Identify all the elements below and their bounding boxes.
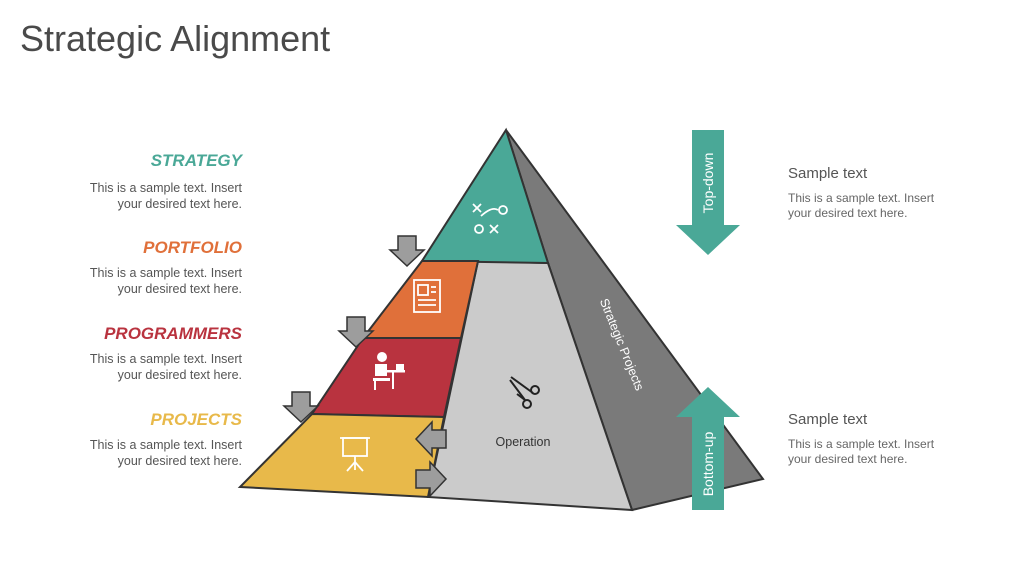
level-desc-portfolio: This is a sample text. Insert your desir… (22, 265, 242, 297)
top-down-label: Top-down (700, 153, 716, 214)
side-note-top-line1: This is a sample text. Insert (788, 191, 935, 205)
arrow-down-icon (337, 316, 375, 349)
scissors-icon (509, 376, 540, 409)
level-desc-portfolio-line1: This is a sample text. Insert (89, 266, 242, 280)
portfolio-document-icon (413, 279, 441, 313)
side-note-top-heading: Sample text (788, 165, 868, 182)
level-desc-programmers: This is a sample text. Insert your desir… (22, 351, 242, 383)
level-desc-projects-line1: This is a sample text. Insert (89, 438, 242, 452)
level-desc-programmers-line2: your desired text here. (117, 368, 242, 382)
page-title: Strategic Alignment (20, 18, 331, 59)
arrow-left-icon (414, 420, 447, 458)
level-desc-projects: This is a sample text. Insert your desir… (22, 437, 242, 469)
level-desc-strategy-line2: your desired text here. (117, 197, 242, 211)
strategy-plan-icon (472, 203, 508, 234)
bottom-up-arrow-icon (676, 387, 740, 510)
level-desc-strategy-line1: This is a sample text. Insert (89, 181, 242, 195)
side-note-bottom-line1: This is a sample text. Insert (788, 437, 935, 451)
top-down-arrow-icon (676, 130, 740, 255)
presentation-board-icon (340, 437, 370, 472)
level-label-portfolio: PORTFOLIO (143, 238, 242, 257)
level-label-strategy: STRATEGY (150, 151, 242, 170)
pyramid-level-programmers (310, 337, 463, 419)
side-note-bottom-line2: your desired text here. (788, 452, 908, 466)
side-note-top-desc: This is a sample text. Insert your desir… (788, 191, 988, 221)
level-desc-programmers-line1: This is a sample text. Insert (89, 352, 242, 366)
pyramid-level-projects (237, 412, 446, 499)
operation-label: Operation (496, 435, 551, 449)
level-label-programmers: PROGRAMMERS (104, 324, 242, 343)
side-note-top-line2: your desired text here. (788, 206, 908, 220)
side-note-bottom-desc: This is a sample text. Insert your desir… (788, 437, 988, 467)
level-desc-projects-line2: your desired text here. (117, 454, 242, 468)
bottom-up-label: Bottom-up (700, 431, 716, 496)
side-note-bottom-heading: Sample text (788, 411, 868, 428)
pyramid-level-strategy (420, 127, 550, 265)
arrow-down-icon (282, 391, 320, 424)
person-at-desk-icon (373, 352, 405, 390)
level-desc-strategy: This is a sample text. Insert your desir… (22, 180, 242, 212)
level-desc-portfolio-line2: your desired text here. (117, 282, 242, 296)
arrow-right-icon (415, 460, 448, 498)
level-label-projects: PROJECTS (150, 410, 242, 429)
arrow-down-icon (388, 235, 426, 268)
